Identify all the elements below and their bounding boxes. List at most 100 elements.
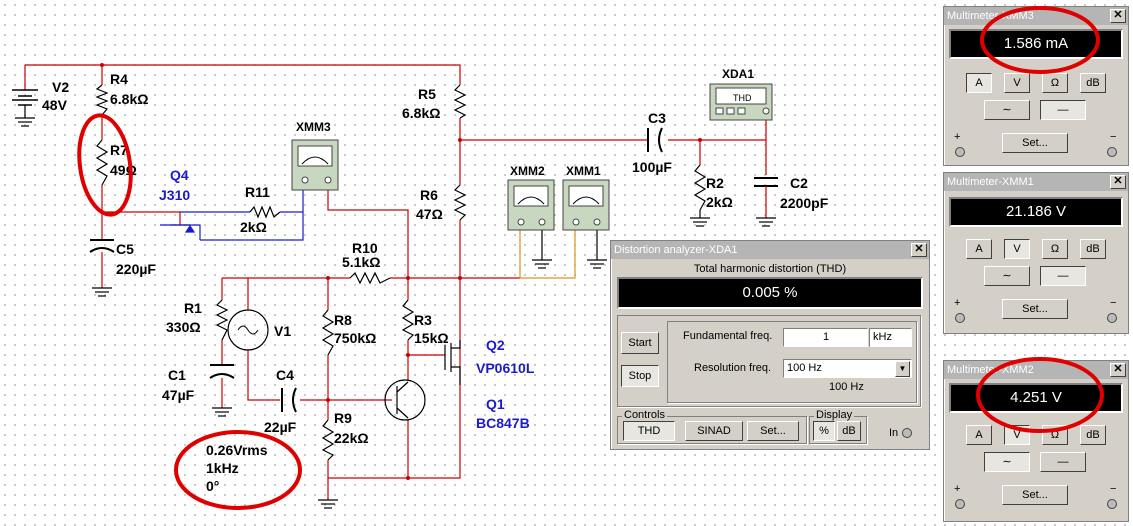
close-icon[interactable]: ✕	[1110, 175, 1126, 189]
c2-value: 2200pF	[780, 195, 829, 211]
set-button[interactable]: Set...	[747, 421, 799, 441]
xda1-instrument[interactable]	[709, 83, 773, 121]
q1-name: Q1	[486, 396, 505, 412]
multimeter-xmm3-window[interactable]: Multimeter-XMM3 ✕ 1.586 mA A V Ω dB ∼ — …	[943, 6, 1129, 166]
main-panel	[617, 315, 921, 407]
r10-value: 5.1kΩ	[342, 254, 380, 270]
fundamental-label: Fundamental freq.	[683, 330, 773, 342]
xmm1-dc-button[interactable]: —	[1040, 266, 1086, 286]
xmm2-dc-button[interactable]: —	[1040, 452, 1086, 472]
xmm2-plus-label: +	[954, 483, 961, 495]
multimeter-xmm2-window[interactable]: Multimeter-XMM2 ✕ 4.251 V A V Ω dB ∼ — S…	[943, 360, 1129, 522]
r11-value: 2kΩ	[240, 219, 267, 235]
xmm3-title: Multimeter-XMM3	[947, 10, 1034, 22]
close-icon[interactable]: ✕	[1110, 9, 1126, 23]
start-button[interactable]: Start	[621, 332, 659, 354]
xmm3-instrument[interactable]	[291, 139, 339, 191]
xmm1-instrument[interactable]	[562, 179, 610, 231]
xmm3-plus-label: +	[954, 131, 961, 143]
xda1-thd-label: THD	[733, 93, 752, 103]
sine-wave-icon: ∼	[1002, 270, 1012, 282]
xmm1-volts-button[interactable]: V	[1004, 239, 1030, 259]
distortion-analyzer-window[interactable]: Distortion analyzer-XDA1 ✕ Total harmoni…	[610, 240, 930, 450]
resistors	[95, 84, 707, 461]
xmm3-amps-button[interactable]: A	[966, 73, 992, 93]
q2-value: VP0610L	[476, 360, 535, 376]
transistor-q1	[384, 379, 426, 421]
xmm1-ohms-button[interactable]: Ω	[1042, 239, 1068, 259]
r11-name: R11	[245, 184, 270, 200]
xmm3-volts-button[interactable]: V	[1004, 73, 1030, 93]
r9-value: 22kΩ	[334, 430, 369, 446]
xmm2-minus-label: −	[1110, 483, 1117, 495]
xmm1-minus-label: −	[1110, 297, 1117, 309]
cap-leads	[101, 186, 767, 408]
r9-name: R9	[334, 410, 352, 426]
xmm3-ac-button[interactable]: ∼	[984, 100, 1030, 120]
r4-value: 6.8kΩ	[110, 91, 148, 107]
input-terminal-icon[interactable]	[902, 428, 912, 438]
fundamental-unit-select[interactable]: kHz	[869, 328, 912, 347]
sinad-button[interactable]: SINAD	[685, 421, 743, 441]
xmm2-set-button[interactable]: Set...	[1002, 485, 1068, 505]
xmm2-ohms-button[interactable]: Ω	[1042, 425, 1068, 445]
xmm2-amps-button[interactable]: A	[966, 425, 992, 445]
xmm1-amps-button[interactable]: A	[966, 239, 992, 259]
xmm3-display: 1.586 mA	[949, 29, 1123, 59]
xmm1-set-button[interactable]: Set...	[1002, 299, 1068, 319]
thd-button[interactable]: THD	[623, 421, 675, 441]
wires	[24, 64, 767, 500]
xmm2-title-bar[interactable]: Multimeter-XMM2 ✕	[944, 361, 1128, 379]
q2-name: Q2	[486, 337, 505, 353]
sine-wave-icon: ∼	[1002, 456, 1012, 468]
v1-name: V1	[274, 323, 291, 339]
xmm1-minus-terminal-icon[interactable]	[1107, 313, 1117, 323]
xmm3-dc-button[interactable]: —	[1040, 100, 1086, 120]
xmm3-minus-label: −	[1110, 131, 1117, 143]
controls-title: Controls	[622, 409, 667, 421]
close-icon[interactable]: ✕	[1110, 363, 1126, 377]
c4-name: C4	[276, 367, 294, 383]
distortion-title-bar[interactable]: Distortion analyzer-XDA1 ✕	[611, 241, 929, 259]
c5-value: 220µF	[116, 261, 156, 277]
mosfet-q2	[444, 340, 461, 385]
xmm3-db-button[interactable]: dB	[1080, 73, 1106, 93]
xmm3-plus-terminal-icon[interactable]	[955, 147, 965, 157]
xmm2-ac-button[interactable]: ∼	[984, 452, 1030, 472]
multimeter-xmm1-window[interactable]: Multimeter-XMM1 ✕ 21.186 V A V Ω dB ∼ — …	[943, 172, 1129, 334]
c3-value: 100µF	[632, 159, 672, 175]
stop-button[interactable]: Stop	[621, 365, 659, 387]
xmm2-minus-terminal-icon[interactable]	[1107, 499, 1117, 509]
fundamental-input[interactable]: 1	[783, 328, 868, 347]
dc-line-icon: —	[1057, 104, 1069, 116]
fundamental-value: 1	[823, 331, 830, 343]
resolution-label: Resolution freq.	[694, 362, 772, 374]
xmm1-title-bar[interactable]: Multimeter-XMM1 ✕	[944, 173, 1128, 191]
xmm1-ac-button[interactable]: ∼	[984, 266, 1030, 286]
xmm1-plus-terminal-icon[interactable]	[955, 313, 965, 323]
controls-group: Controls	[617, 409, 807, 444]
xmm2-db-button[interactable]: dB	[1080, 425, 1106, 445]
xmm2-instrument[interactable]	[507, 179, 555, 231]
resolution-select[interactable]: 100 Hz ▼	[783, 359, 912, 378]
xmm1-db-button[interactable]: dB	[1080, 239, 1106, 259]
xmm2-plus-terminal-icon[interactable]	[955, 499, 965, 509]
v2-name: V2	[52, 79, 69, 95]
v2-value: 48V	[42, 97, 68, 113]
dc-line-icon: —	[1057, 456, 1069, 468]
xmm2-volts-button[interactable]: V	[1004, 425, 1030, 445]
xmm3-ohms-button[interactable]: Ω	[1042, 73, 1068, 93]
xmm2-label: XMM2	[510, 164, 545, 178]
db-button[interactable]: dB	[837, 421, 861, 441]
close-icon[interactable]: ✕	[911, 243, 927, 257]
xmm3-minus-terminal-icon[interactable]	[1107, 147, 1117, 157]
xmm3-set-button[interactable]: Set...	[1002, 133, 1068, 153]
chevron-down-icon[interactable]: ▼	[895, 361, 910, 377]
r3-name: R3	[414, 312, 432, 328]
xmm1-title: Multimeter-XMM1	[947, 176, 1034, 188]
percent-button[interactable]: %	[813, 421, 835, 441]
xmm3-title-bar[interactable]: Multimeter-XMM3 ✕	[944, 7, 1128, 25]
xda1-label: XDA1	[722, 67, 754, 81]
r6-name: R6	[420, 187, 438, 203]
